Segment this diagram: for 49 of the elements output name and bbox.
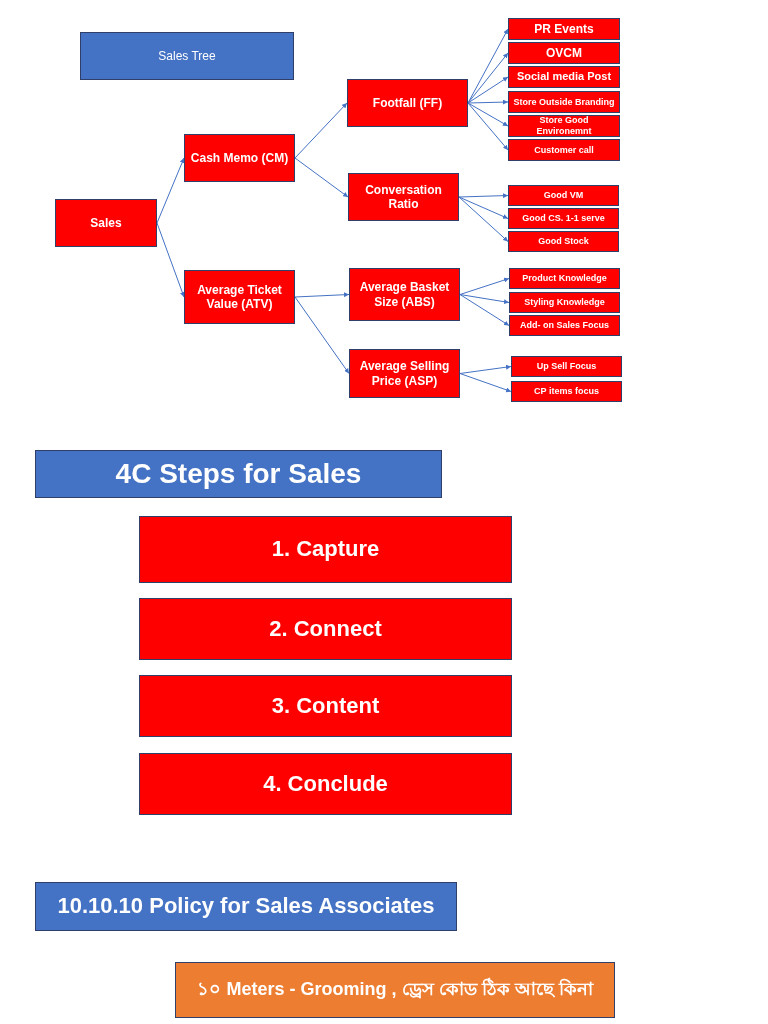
process-box: Average Basket Size (ABS) bbox=[349, 268, 460, 321]
leaf-box: Add- on Sales Focus bbox=[509, 315, 620, 336]
step-box: 4. Conclude bbox=[139, 753, 512, 815]
process-box: Conversation Ratio bbox=[348, 173, 459, 221]
step-box: 3. Content bbox=[139, 675, 512, 737]
leaf-box: OVCM bbox=[508, 42, 620, 64]
leaf-box: PR Events bbox=[508, 18, 620, 40]
leaf-box: Styling Knowledge bbox=[509, 292, 620, 313]
arrow bbox=[467, 28, 509, 104]
leaf-box: Up Sell Focus bbox=[511, 356, 622, 377]
arrow bbox=[467, 76, 509, 104]
heading-box: 4C Steps for Sales bbox=[35, 450, 442, 498]
leaf-box: Store Good Environemnt bbox=[508, 115, 620, 137]
arrow bbox=[294, 292, 350, 298]
leaf-box: Product Knowledge bbox=[509, 268, 620, 289]
step-box: 2. Connect bbox=[139, 598, 512, 660]
arrow bbox=[467, 102, 509, 127]
process-box: Average Selling Price (ASP) bbox=[349, 349, 460, 398]
leaf-box: Store Outside Branding bbox=[508, 91, 620, 113]
step-box: 1. Capture bbox=[139, 516, 512, 583]
arrow bbox=[294, 157, 349, 198]
arrow bbox=[459, 373, 512, 393]
leaf-box: Customer call bbox=[508, 139, 620, 161]
arrow bbox=[459, 364, 512, 374]
arrow bbox=[467, 52, 509, 104]
heading-box: 10.10.10 Policy for Sales Associates bbox=[35, 882, 457, 931]
arrow bbox=[156, 157, 185, 224]
arrow bbox=[459, 277, 510, 295]
policy-box: ১০ Meters - Grooming , ড্রেস কোড ঠিক আছে কিনা bbox=[175, 962, 615, 1018]
arrow bbox=[458, 196, 509, 219]
arrow bbox=[458, 193, 509, 199]
process-box: Average Ticket Value (ATV) bbox=[184, 270, 295, 324]
arrow bbox=[156, 222, 185, 298]
leaf-box: Good VM bbox=[508, 185, 619, 206]
leaf-box: Good Stock bbox=[508, 231, 619, 252]
arrow bbox=[459, 294, 510, 305]
arrow bbox=[458, 196, 509, 242]
arrow bbox=[467, 102, 509, 151]
process-box: Cash Memo (CM) bbox=[184, 134, 295, 182]
leaf-box: CP items focus bbox=[511, 381, 622, 402]
leaf-box: Social media Post bbox=[508, 66, 620, 88]
arrow bbox=[459, 294, 510, 326]
title-box: Sales Tree bbox=[80, 32, 294, 80]
arrow bbox=[294, 296, 350, 374]
process-box: Sales bbox=[55, 199, 157, 247]
leaf-box: Good CS. 1-1 serve bbox=[508, 208, 619, 229]
process-box: Footfall (FF) bbox=[347, 79, 468, 127]
arrow bbox=[467, 99, 509, 105]
arrow bbox=[294, 102, 348, 159]
